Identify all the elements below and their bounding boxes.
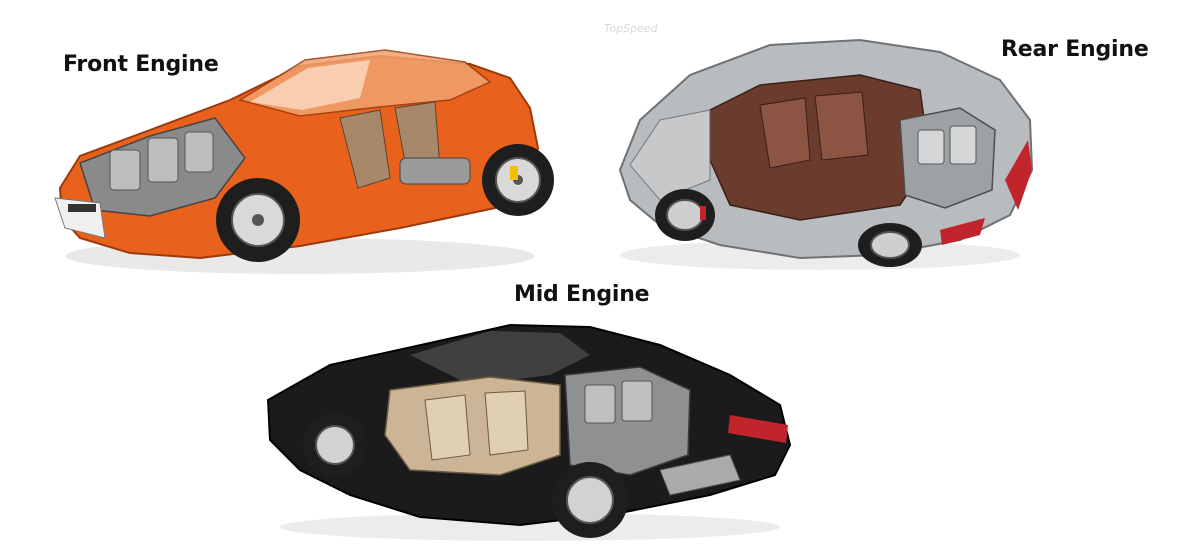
rear-engine-car-illustration [618,38,1034,270]
front-wheel [216,178,300,262]
rear-engine-label: Rear Engine [1001,37,1149,62]
mid-engine-label: Mid Engine [514,282,650,307]
watermark-text: TopSpeed [604,22,658,35]
mid-engine-car-illustration [266,323,792,541]
front-engine-label: Front Engine [63,52,219,77]
front-engine-car-illustration [54,49,554,274]
